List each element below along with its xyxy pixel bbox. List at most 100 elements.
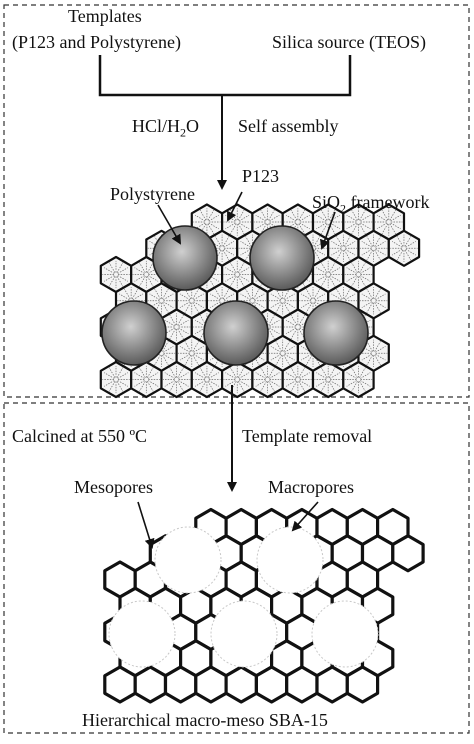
p123-micelle-spoke	[360, 267, 371, 274]
p123-micelle-spoke	[366, 354, 373, 366]
p123-micelle-spoke	[284, 301, 295, 308]
p123-micelle-spoke	[344, 288, 351, 300]
p123-micelle-spoke	[313, 236, 321, 247]
p123-micelle-spoke	[149, 241, 160, 248]
p123-micelle-spoke	[139, 276, 146, 287]
p123-micelle-spoke	[240, 293, 251, 301]
p123-micelle-spoke	[238, 214, 250, 222]
p123-micelle-spoke	[404, 236, 412, 247]
p123-micelle-spoke	[245, 249, 252, 261]
p123-micelle-spoke	[336, 288, 343, 300]
p123-micelle-spoke	[391, 241, 403, 248]
p123-micelle-spoke	[230, 381, 237, 392]
p123-micelle-spoke	[375, 248, 386, 256]
p123-micelle-spoke	[376, 214, 388, 222]
p123-micelle-spoke	[316, 275, 327, 282]
p123-pointer	[227, 191, 243, 222]
p123-micelle-spoke	[375, 241, 386, 248]
p123-micelle-spoke	[131, 288, 139, 300]
p123-micelle-spoke	[147, 367, 154, 378]
silica-source-label: Silica source (TEOS)	[272, 32, 426, 52]
p123-micelle-spoke	[139, 381, 146, 392]
p123-micelle-spoke	[313, 249, 321, 261]
p123-micelle-spoke	[237, 276, 245, 287]
p123-micelle-spoke	[359, 210, 366, 221]
p123-micelle-spoke	[301, 346, 312, 353]
p123-micelle-spoke	[225, 372, 236, 379]
p123-micelle-spoke	[396, 249, 404, 261]
p123-micelle-spoke	[238, 380, 250, 387]
sba15-hexagon	[254, 665, 289, 704]
p123-micelle-spoke	[169, 315, 176, 326]
p123-micelle-spoke	[314, 293, 326, 301]
p123-micelle-spoke	[179, 301, 191, 308]
p123-micelle-spoke	[328, 381, 336, 392]
p123-micelle-spoke	[299, 319, 310, 327]
p123-micelle-spoke	[305, 354, 313, 366]
p123-micelle-spoke	[238, 222, 250, 230]
p123-micelle-spoke	[164, 372, 176, 379]
p123-micelle-spoke	[375, 353, 386, 361]
p123-micelle-spoke	[253, 288, 260, 300]
p123-micelle-spoke	[199, 381, 207, 392]
p123-micelle-spoke	[290, 381, 298, 392]
p123-micelle-spoke	[390, 222, 401, 230]
p123-micelle-spoke	[374, 236, 381, 247]
p123-micelle-spoke	[237, 381, 245, 392]
p123-micelle-spoke	[210, 241, 221, 248]
p123-micelle-spoke	[108, 367, 116, 378]
p123-micelle-spoke	[374, 341, 381, 352]
p123-micelle-spoke	[230, 223, 237, 234]
p123-micelle-spoke	[298, 328, 305, 339]
p123-micelle-spoke	[210, 293, 221, 301]
p123-micelle-spoke	[208, 214, 219, 222]
p123-micelle-spoke	[375, 301, 386, 308]
p123-micelle-spoke	[381, 210, 389, 221]
p123-micelle-spoke	[238, 275, 250, 282]
p123-micelle-spoke	[344, 241, 356, 248]
p123-micelle-spoke	[116, 381, 124, 392]
p123-micelle-spoke	[208, 372, 219, 379]
p123-micelle-spoke	[346, 372, 357, 379]
p123-micelle-spoke	[147, 372, 159, 379]
p123-micelle-spoke	[147, 262, 154, 273]
p123-micelle-spoke	[192, 288, 199, 300]
p123-micelle-spoke	[328, 276, 336, 287]
p123-micelle-spoke	[404, 249, 412, 261]
p123-micelle-spoke	[240, 241, 251, 248]
p123-micelle-spoke	[298, 367, 305, 378]
p123-micelle-spoke	[117, 267, 128, 274]
p123-micelle-spoke	[192, 341, 199, 352]
p123-micelle-spoke	[390, 214, 401, 222]
p123-micelle-spoke	[301, 353, 312, 361]
p123-micelle-spoke	[314, 241, 326, 248]
p123-micelle-spoke	[351, 276, 358, 287]
p123-micelle-spoke	[230, 367, 237, 378]
p123-micelle-spoke	[194, 214, 206, 222]
p123-micelle-spoke	[331, 293, 342, 301]
sba15-hexagon	[315, 665, 349, 704]
sio2-framework-label: SiO2 framework	[312, 192, 430, 216]
p123-micelle-spoke	[331, 248, 342, 256]
p123-micelle-spoke	[240, 248, 251, 256]
p123-micelle-spoke	[269, 214, 280, 222]
sba15-hexagon	[133, 665, 168, 704]
p123-micelle-spoke	[290, 328, 298, 339]
p123-micelle-spoke	[260, 223, 267, 234]
p123-micelle-spoke	[222, 288, 230, 300]
p123-micelle-spoke	[321, 223, 328, 234]
macropore	[210, 600, 278, 668]
p123-micelle-spoke	[117, 380, 128, 387]
p123-micelle-spoke	[268, 210, 275, 221]
p123-micelle-spoke	[192, 354, 199, 366]
p123-micelle-spoke	[237, 223, 245, 234]
p123-micelle-spoke	[268, 328, 275, 339]
p123-micelle-spoke	[298, 223, 305, 234]
framework-hexagon	[387, 229, 421, 267]
p123-micelle-spoke	[316, 214, 327, 222]
polystyrene-sphere	[152, 225, 218, 291]
p123-micelle-spoke	[245, 236, 252, 247]
p123-micelle-spoke	[134, 380, 145, 387]
